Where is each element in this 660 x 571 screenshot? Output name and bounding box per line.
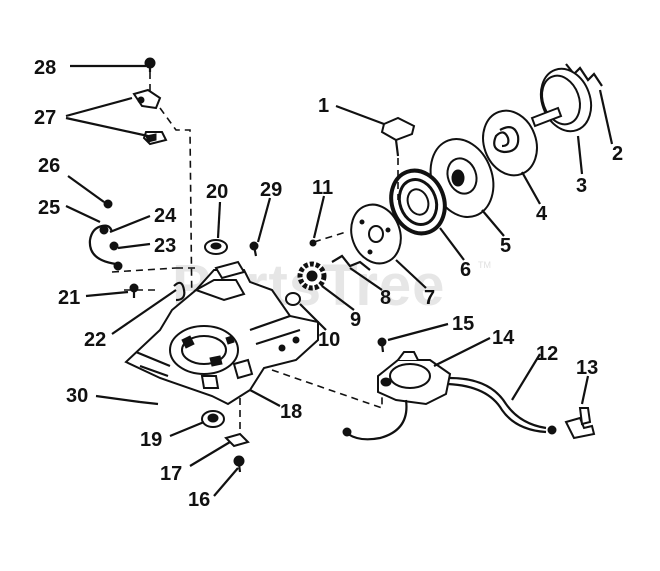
part-23-26-wire-assembly [88, 199, 123, 271]
part-1-pin [380, 116, 416, 157]
callout-7: 7 [424, 287, 435, 309]
callout-14: 14 [492, 327, 515, 349]
part-28-screw [144, 57, 156, 72]
guide-line-11-7 [313, 231, 347, 243]
part-16-screw [233, 455, 245, 473]
callout-27: 27 [34, 107, 56, 129]
callout-25: 25 [38, 197, 60, 219]
callout-12: 12 [536, 343, 558, 365]
part-18-base-housing [124, 260, 319, 406]
part-27-brackets [132, 88, 168, 146]
part-10-washer [285, 292, 301, 306]
callout-labels: 28 27 26 25 24 23 21 22 20 29 11 1 2 3 4… [34, 57, 623, 511]
part-22-clip [173, 281, 186, 302]
part-3-pulley [530, 67, 593, 133]
part-5-cup [429, 138, 495, 218]
callout-26: 26 [38, 155, 60, 177]
part-20-bushing [204, 239, 228, 255]
callout-17: 17 [160, 463, 182, 485]
callout-16: 16 [188, 489, 210, 511]
part-30-pin [139, 400, 159, 406]
callout-11: 11 [312, 177, 333, 199]
callout-20: 20 [206, 181, 228, 203]
callout-6: 6 [460, 259, 471, 281]
callout-3: 3 [576, 175, 587, 197]
part-12-wire [447, 376, 547, 434]
guide-line-base-ignition [271, 369, 383, 410]
callout-19: 19 [140, 429, 162, 451]
part-15-screw [377, 337, 387, 353]
part-14-ignition-coil [342, 351, 452, 441]
callout-4: 4 [536, 203, 548, 225]
part-29-screw [249, 241, 259, 257]
leader-lines [65, 64, 614, 497]
callout-22: 22 [84, 329, 106, 351]
part-6-rope-coil [389, 168, 447, 236]
part-21-screw [129, 283, 139, 298]
callout-2: 2 [612, 143, 623, 165]
part-19-seal [201, 410, 225, 428]
part-17-plate [224, 432, 250, 448]
callout-5: 5 [500, 235, 511, 257]
callout-28: 28 [34, 57, 56, 79]
callout-10: 10 [318, 329, 340, 351]
callout-18: 18 [280, 401, 302, 423]
callout-13: 13 [576, 357, 598, 379]
callout-30: 30 [66, 385, 88, 407]
part-4-spring-housing [482, 109, 538, 177]
callout-15: 15 [452, 313, 474, 335]
callout-1: 1 [318, 95, 329, 117]
callout-8: 8 [380, 287, 391, 309]
part-9-gear [297, 261, 327, 291]
callout-23: 23 [154, 235, 176, 257]
callout-29: 29 [260, 179, 282, 201]
callout-21: 21 [58, 287, 80, 309]
watermark-tm: TM [478, 260, 491, 270]
callout-24: 24 [154, 205, 177, 227]
part-13-plug-boot [547, 407, 596, 440]
guide-line-27-28 [149, 72, 193, 319]
part-8-spring-clip [331, 254, 371, 271]
part-7-plate [350, 203, 402, 265]
callout-9: 9 [350, 309, 361, 331]
